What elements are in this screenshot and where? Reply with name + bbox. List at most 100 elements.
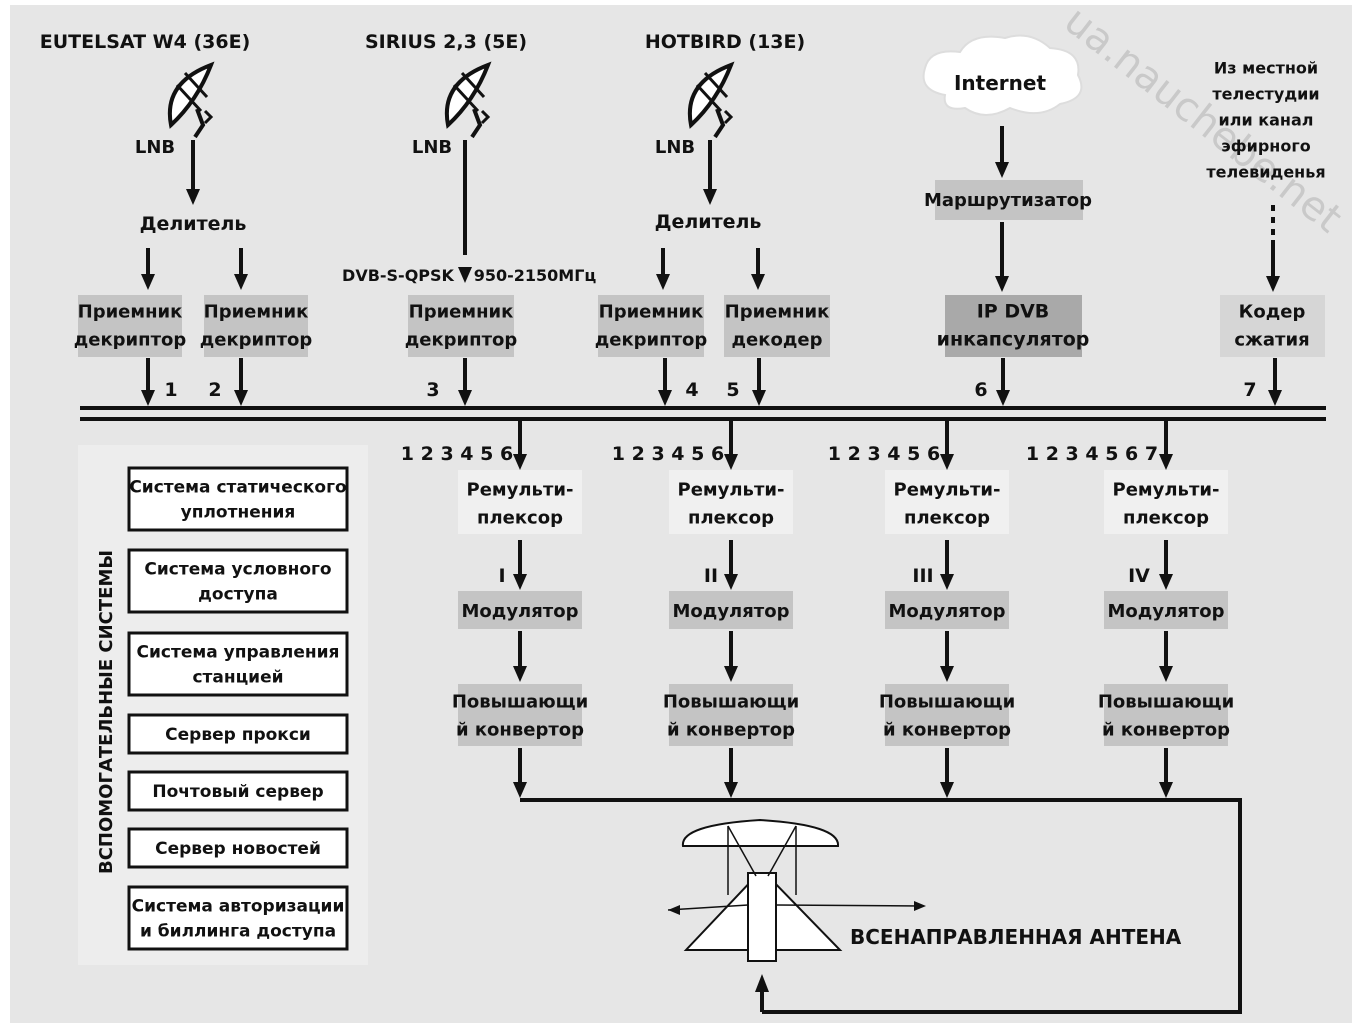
channel-4-remux-arrow-head: [1159, 574, 1173, 590]
aux-title: ВСПОМОГАТЕЛЬНЫЕ СИСТЕМЫ: [96, 550, 117, 874]
dvb-label: DVB-S-QPSK: [342, 266, 455, 285]
channel-1-converter-box: [458, 684, 582, 746]
aux-system-label-7-line-1: Система авторизации: [132, 896, 345, 916]
antenna-radiation-right: [775, 904, 923, 907]
channel-4-modulator-arrow-head: [1159, 666, 1173, 682]
local-source-label-line-3: или канал: [1219, 111, 1314, 130]
channel-1-inputs: 1 2 3 4 5 6: [401, 443, 513, 465]
channel-3-converter-box: [885, 684, 1009, 746]
aux-system-label-2-line-2: доступа: [198, 584, 278, 604]
channel-4-inputs: 1 2 3 4 5 6 7: [1026, 443, 1158, 465]
bus-input-arrow-7-head: [1268, 390, 1282, 406]
channel-1-bus-arrow-head: [513, 454, 527, 470]
channel-3-inputs: 1 2 3 4 5 6: [828, 443, 940, 465]
satellite-dish-3-mount: [713, 108, 726, 139]
bus-input-arrow-6-head: [996, 390, 1010, 406]
channel-3-converter-label-line-1: Повышающи: [879, 691, 1015, 712]
channel-4-converter-label-line-2: й конвертор: [1102, 719, 1230, 740]
channel-1-remux-box: [458, 470, 582, 534]
aux-system-label-3-line-1: Система управления: [137, 642, 340, 662]
bus-input-arrow-1-head: [141, 390, 155, 406]
satellite-title-1: EUTELSAT W4 (36E): [40, 31, 251, 53]
channel-3-remux-label-line-2: плексор: [904, 507, 990, 528]
antenna-radiation-left-head: [668, 905, 680, 915]
satellite-dish-1-strut: [175, 83, 203, 113]
channel-4-remux-label-line-2: плексор: [1123, 507, 1209, 528]
channel-4-modulator-box: [1104, 591, 1228, 629]
ip-dvb-box: [945, 295, 1082, 357]
channel-2-remux-label-line-2: плексор: [688, 507, 774, 528]
channel-3-modulator-label: Модулятор: [889, 601, 1006, 622]
receiver-box-4: [598, 295, 704, 357]
local-source-label-line-2: телестудии: [1212, 85, 1319, 104]
splitter-label-1: Делитель: [140, 213, 247, 235]
ip-dvb-label-line-2: инкапсулятор: [937, 329, 1090, 351]
aux-system-label-1-line-2: уплотнения: [181, 502, 296, 522]
lnb-label-2: LNB: [412, 137, 452, 158]
internet-arrow-head: [995, 162, 1009, 178]
satellite-dish-2-strut2: [460, 71, 486, 99]
receiver-label-2-line-1: Приемник: [204, 301, 309, 322]
receiver-box-1: [78, 295, 182, 357]
local-source-label-line-5: телевиденья: [1206, 163, 1325, 182]
aux-system-box-4: [127, 713, 349, 755]
channel-3-remux-arrow-head: [940, 574, 954, 590]
splitter2-out-a-head: [656, 274, 670, 290]
channel-2-remux-box: [669, 470, 793, 534]
feed-arrow-3-head: [703, 189, 717, 205]
bus-number-2: 2: [208, 379, 221, 401]
channel-1-remux-label-line-2: плексор: [477, 507, 563, 528]
antenna-ray-1: [727, 825, 757, 877]
channel-2-converter-label-line-1: Повышающи: [663, 691, 799, 712]
antenna-label: ВСЕНАПРАВЛЕННАЯ АНТЕНА: [850, 925, 1182, 949]
coder-box: [1220, 295, 1325, 357]
lnb-label-1: LNB: [135, 137, 175, 158]
channel-4-converter-box: [1104, 684, 1228, 746]
channel-1-roman: I: [498, 565, 505, 587]
satellite-dish-1-lnb-feed: [203, 109, 214, 125]
channel-2-roman: II: [704, 565, 718, 587]
freq-label: 950-2150МГц: [474, 266, 597, 285]
channel-2-converter-label-line-2: й конвертор: [667, 719, 795, 740]
bus-number-4: 4: [685, 379, 698, 401]
aux-system-label-6-line-1: Сервер новостей: [155, 839, 321, 859]
bus-input-arrow-3-head: [458, 390, 472, 406]
channel-4-roman: IV: [1128, 565, 1150, 587]
aux-system-box-6: [127, 827, 349, 869]
channel-3-remux-box: [885, 470, 1009, 534]
channel-2-modulator-arrow-head: [724, 666, 738, 682]
splitter2-out-b-head: [751, 274, 765, 290]
channel-3-converter-label-line-2: й конвертор: [883, 719, 1011, 740]
receiver-label-1-line-1: Приемник: [78, 301, 183, 322]
feed-arrow-2-head: [458, 267, 472, 283]
channel-2-modulator-box: [669, 591, 793, 629]
channel-3-converter-arrow-head: [940, 782, 954, 798]
channel-3-remux-label-line-1: Ремульти-: [894, 479, 1001, 500]
channel-1-modulator-arrow-head: [513, 666, 527, 682]
satellite-dish-3-strut2: [703, 71, 729, 99]
receiver-label-3-line-2: декриптор: [405, 329, 518, 350]
aux-system-box-7: [127, 885, 349, 951]
satellite-dish-2-strut: [452, 83, 480, 113]
local-source-label-line-4: эфирного: [1221, 137, 1310, 156]
receiver-label-1-line-2: декриптор: [74, 329, 187, 350]
channel-3-roman: III: [912, 565, 933, 587]
bus-number-7: 7: [1243, 379, 1256, 401]
coder-label-line-1: Кодер: [1239, 301, 1306, 322]
router-box: [935, 180, 1083, 220]
lnb-label-3: LNB: [655, 137, 695, 158]
channel-3-modulator-box: [885, 591, 1009, 629]
ip-dvb-label-line-1: IP DVB: [977, 301, 1050, 323]
channel-2-remux-arrow-head: [724, 574, 738, 590]
aux-system-label-4-line-1: Сервер прокси: [165, 725, 311, 745]
internet-cloud: [922, 34, 1083, 116]
antenna-radiation-right-head: [914, 901, 926, 911]
channel-4-remux-label-line-1: Ремульти-: [1113, 479, 1220, 500]
antenna-mast: [747, 872, 777, 962]
satellite-dish-3: [687, 61, 735, 139]
aux-system-label-7-line-2: и биллинга доступа: [140, 921, 336, 941]
channel-1-modulator-box: [458, 591, 582, 629]
satellite-dish-2-lnb-feed: [480, 109, 491, 125]
satellite-dish-3-lnb-feed: [723, 109, 734, 125]
splitter-label-2: Делитель: [655, 211, 762, 233]
